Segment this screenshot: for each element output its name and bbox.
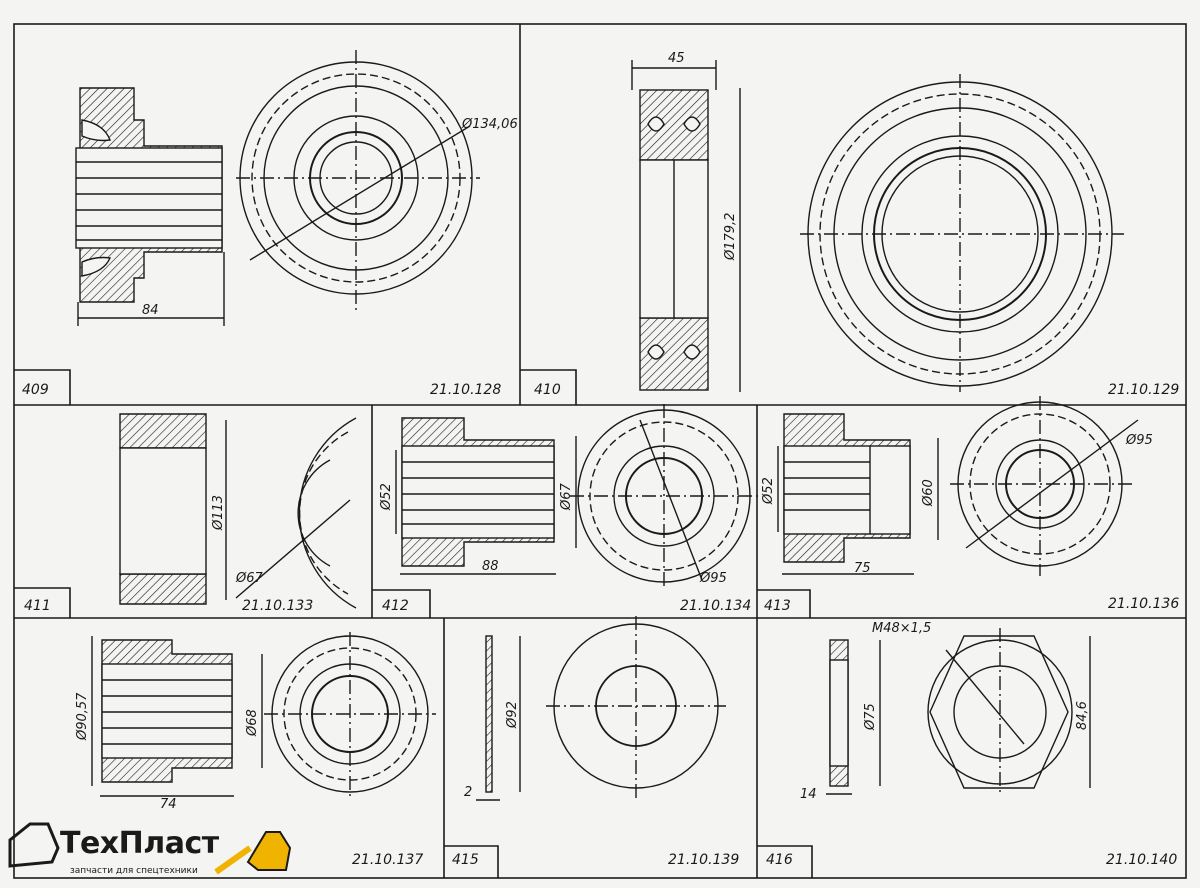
dim-409-diameter: Ø134,06 xyxy=(461,117,518,132)
part-411 xyxy=(119,413,357,609)
dim-412-length: 88 xyxy=(482,559,499,574)
dim-415-thickness: 2 xyxy=(464,785,472,800)
dim-409-length: 84 xyxy=(142,303,159,318)
dim-410-diameter: Ø179,2 xyxy=(723,213,738,261)
frame xyxy=(13,23,1187,879)
part-416 xyxy=(826,628,1091,796)
dim-416-diameter: Ø75 xyxy=(863,703,878,731)
part-414 xyxy=(91,632,436,798)
panel-411-number: 411 xyxy=(24,598,51,614)
brand-logo: ТехПласт запчасти для спецтехники xyxy=(4,818,304,884)
panel-412-code: 21.10.134 xyxy=(680,598,751,614)
panel-416-code: 21.10.140 xyxy=(1106,852,1177,868)
part-413 xyxy=(777,396,1139,576)
dim-414-length: 74 xyxy=(160,797,177,812)
dim-414-dia-a: Ø90,57 xyxy=(75,692,90,741)
dim-413-dia-a: Ø52 xyxy=(761,477,776,505)
brand-tagline: запчасти для спецтехники xyxy=(70,866,198,876)
dim-411-inner: Ø67 xyxy=(235,571,264,586)
part-415 xyxy=(476,616,726,801)
panel-409-code: 21.10.128 xyxy=(430,382,501,398)
dim-411-outer: Ø113 xyxy=(211,495,226,531)
panel-415-number: 415 xyxy=(452,852,479,868)
panel-416-number: 416 xyxy=(766,852,793,868)
dim-416-across-flats: 84,6 xyxy=(1075,701,1090,730)
dim-415-diameter: Ø92 xyxy=(505,701,520,729)
panel-413-number: 413 xyxy=(764,598,791,614)
dim-416-thickness: 14 xyxy=(800,787,817,802)
part-410 xyxy=(631,60,1124,392)
dim-413-length: 75 xyxy=(854,561,871,576)
panel-411-code: 21.10.133 xyxy=(242,598,313,614)
dim-410-width: 45 xyxy=(668,51,685,66)
panel-413-code: 21.10.136 xyxy=(1108,596,1179,612)
brand-name: ТехПласт xyxy=(60,826,219,861)
panel-414-code: 21.10.137 xyxy=(352,852,423,868)
panel-410-code: 21.10.129 xyxy=(1108,382,1179,398)
dim-414-dia-b: Ø68 xyxy=(245,709,260,737)
part-409 xyxy=(75,50,480,326)
panel-409-number: 409 xyxy=(22,382,49,398)
dim-413-dia-c: Ø95 xyxy=(1125,433,1153,448)
dim-416-thread: M48×1,5 xyxy=(872,621,931,636)
part-412 xyxy=(395,404,758,588)
panel-412-number: 412 xyxy=(382,598,409,614)
dim-412-dia-b: Ø67 xyxy=(559,482,574,511)
dim-413-dia-b: Ø60 xyxy=(921,479,936,507)
dim-412-dia-c: Ø95 xyxy=(699,571,727,586)
dim-412-dia-a: Ø52 xyxy=(379,483,394,511)
panel-415-code: 21.10.139 xyxy=(668,852,739,868)
panel-410-number: 410 xyxy=(534,382,561,398)
excavator-logo-icon xyxy=(8,822,292,875)
